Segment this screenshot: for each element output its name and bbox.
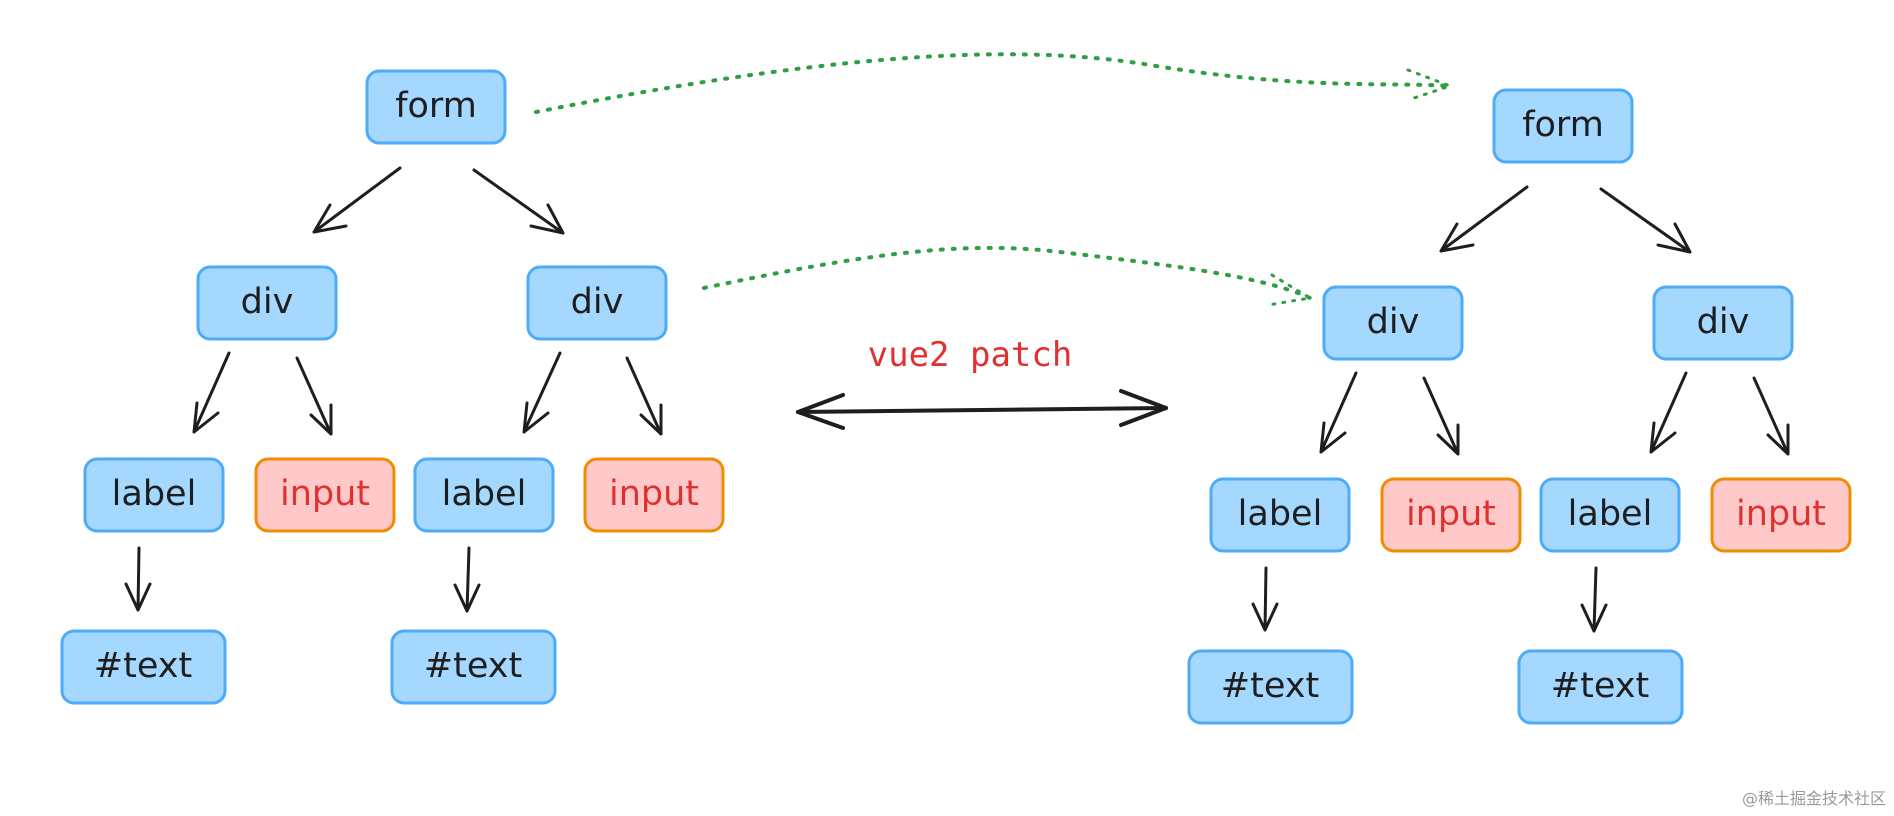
new-div-b-node: div [1652,285,1794,361]
new-form-label: form [1522,105,1604,145]
double-arrow-right-head [1119,389,1168,427]
new-div-a-node: div [1322,285,1464,361]
edge-arrow [1251,566,1279,632]
old-form-node: form [365,69,507,145]
new-div-b-label: div [1697,302,1750,342]
new-label-b-node: label [1539,477,1681,553]
new-input-b-node: input [1710,477,1852,553]
new-tree: form div div label input label input #t [1187,88,1852,725]
new-input-a-node: input [1380,477,1522,553]
edge-arrow [625,356,663,436]
new-label-a-node: label [1209,477,1351,553]
old-input-a-label: input [280,474,370,514]
edge-arrow [1422,376,1460,456]
edge-arrow [472,168,565,235]
old-label-b-label: label [442,474,527,514]
old-input-b-node: input [583,457,725,533]
watermark: @稀土掘金技术社区 [1742,789,1886,808]
new-text-a-node: #text [1187,649,1354,725]
old-text-b-label: #text [424,646,522,686]
new-tree-edges [1251,185,1790,633]
old-input-a-node: input [254,457,396,533]
old-tree-edges [124,166,663,613]
old-label-a-label: label [112,474,197,514]
patch-label: vue2 patch [868,335,1073,375]
form-mapping-arrow [534,52,1452,114]
edge-arrow [1439,185,1529,253]
double-arrow-left-head [796,393,845,430]
new-form-node: form [1492,88,1634,164]
edge-arrow [1649,371,1688,454]
mapping-arrows [534,52,1455,307]
old-form-label: form [395,86,477,126]
new-input-b-label: input [1736,494,1826,534]
new-text-b-label: #text [1551,666,1649,706]
div-mapping-arrowhead [1266,273,1315,307]
edge-arrow [192,351,231,434]
new-div-a-label: div [1367,302,1420,342]
div-mapping-arrow [702,245,1312,300]
edge-arrow [1599,187,1692,254]
new-text-b-node: #text [1517,649,1684,725]
edge-arrow [1580,566,1608,633]
old-div-b-node: div [526,265,668,341]
new-label-b-label: label [1568,494,1653,534]
new-input-a-label: input [1406,494,1496,534]
edge-arrow [1319,371,1358,454]
new-text-a-label: #text [1221,666,1319,706]
patch-comparison: vue2 patch [796,335,1168,430]
old-label-b-node: label [413,457,555,533]
edge-arrow [124,546,152,612]
old-text-a-label: #text [94,646,192,686]
old-text-a-node: #text [60,629,227,705]
old-div-b-label: div [571,282,624,322]
old-div-a-label: div [241,282,294,322]
new-label-a-label: label [1238,494,1323,534]
old-div-a-node: div [196,265,338,341]
old-tree: form div div label input label input #t [60,69,725,705]
edge-arrow [1752,376,1790,456]
old-label-a-node: label [83,457,225,533]
double-arrow [796,406,1168,414]
old-text-b-node: #text [390,629,557,705]
edge-arrow [522,351,562,434]
edge-arrow [453,546,481,613]
old-input-b-label: input [609,474,699,514]
edge-arrow [295,356,333,436]
edge-arrow [312,166,402,234]
